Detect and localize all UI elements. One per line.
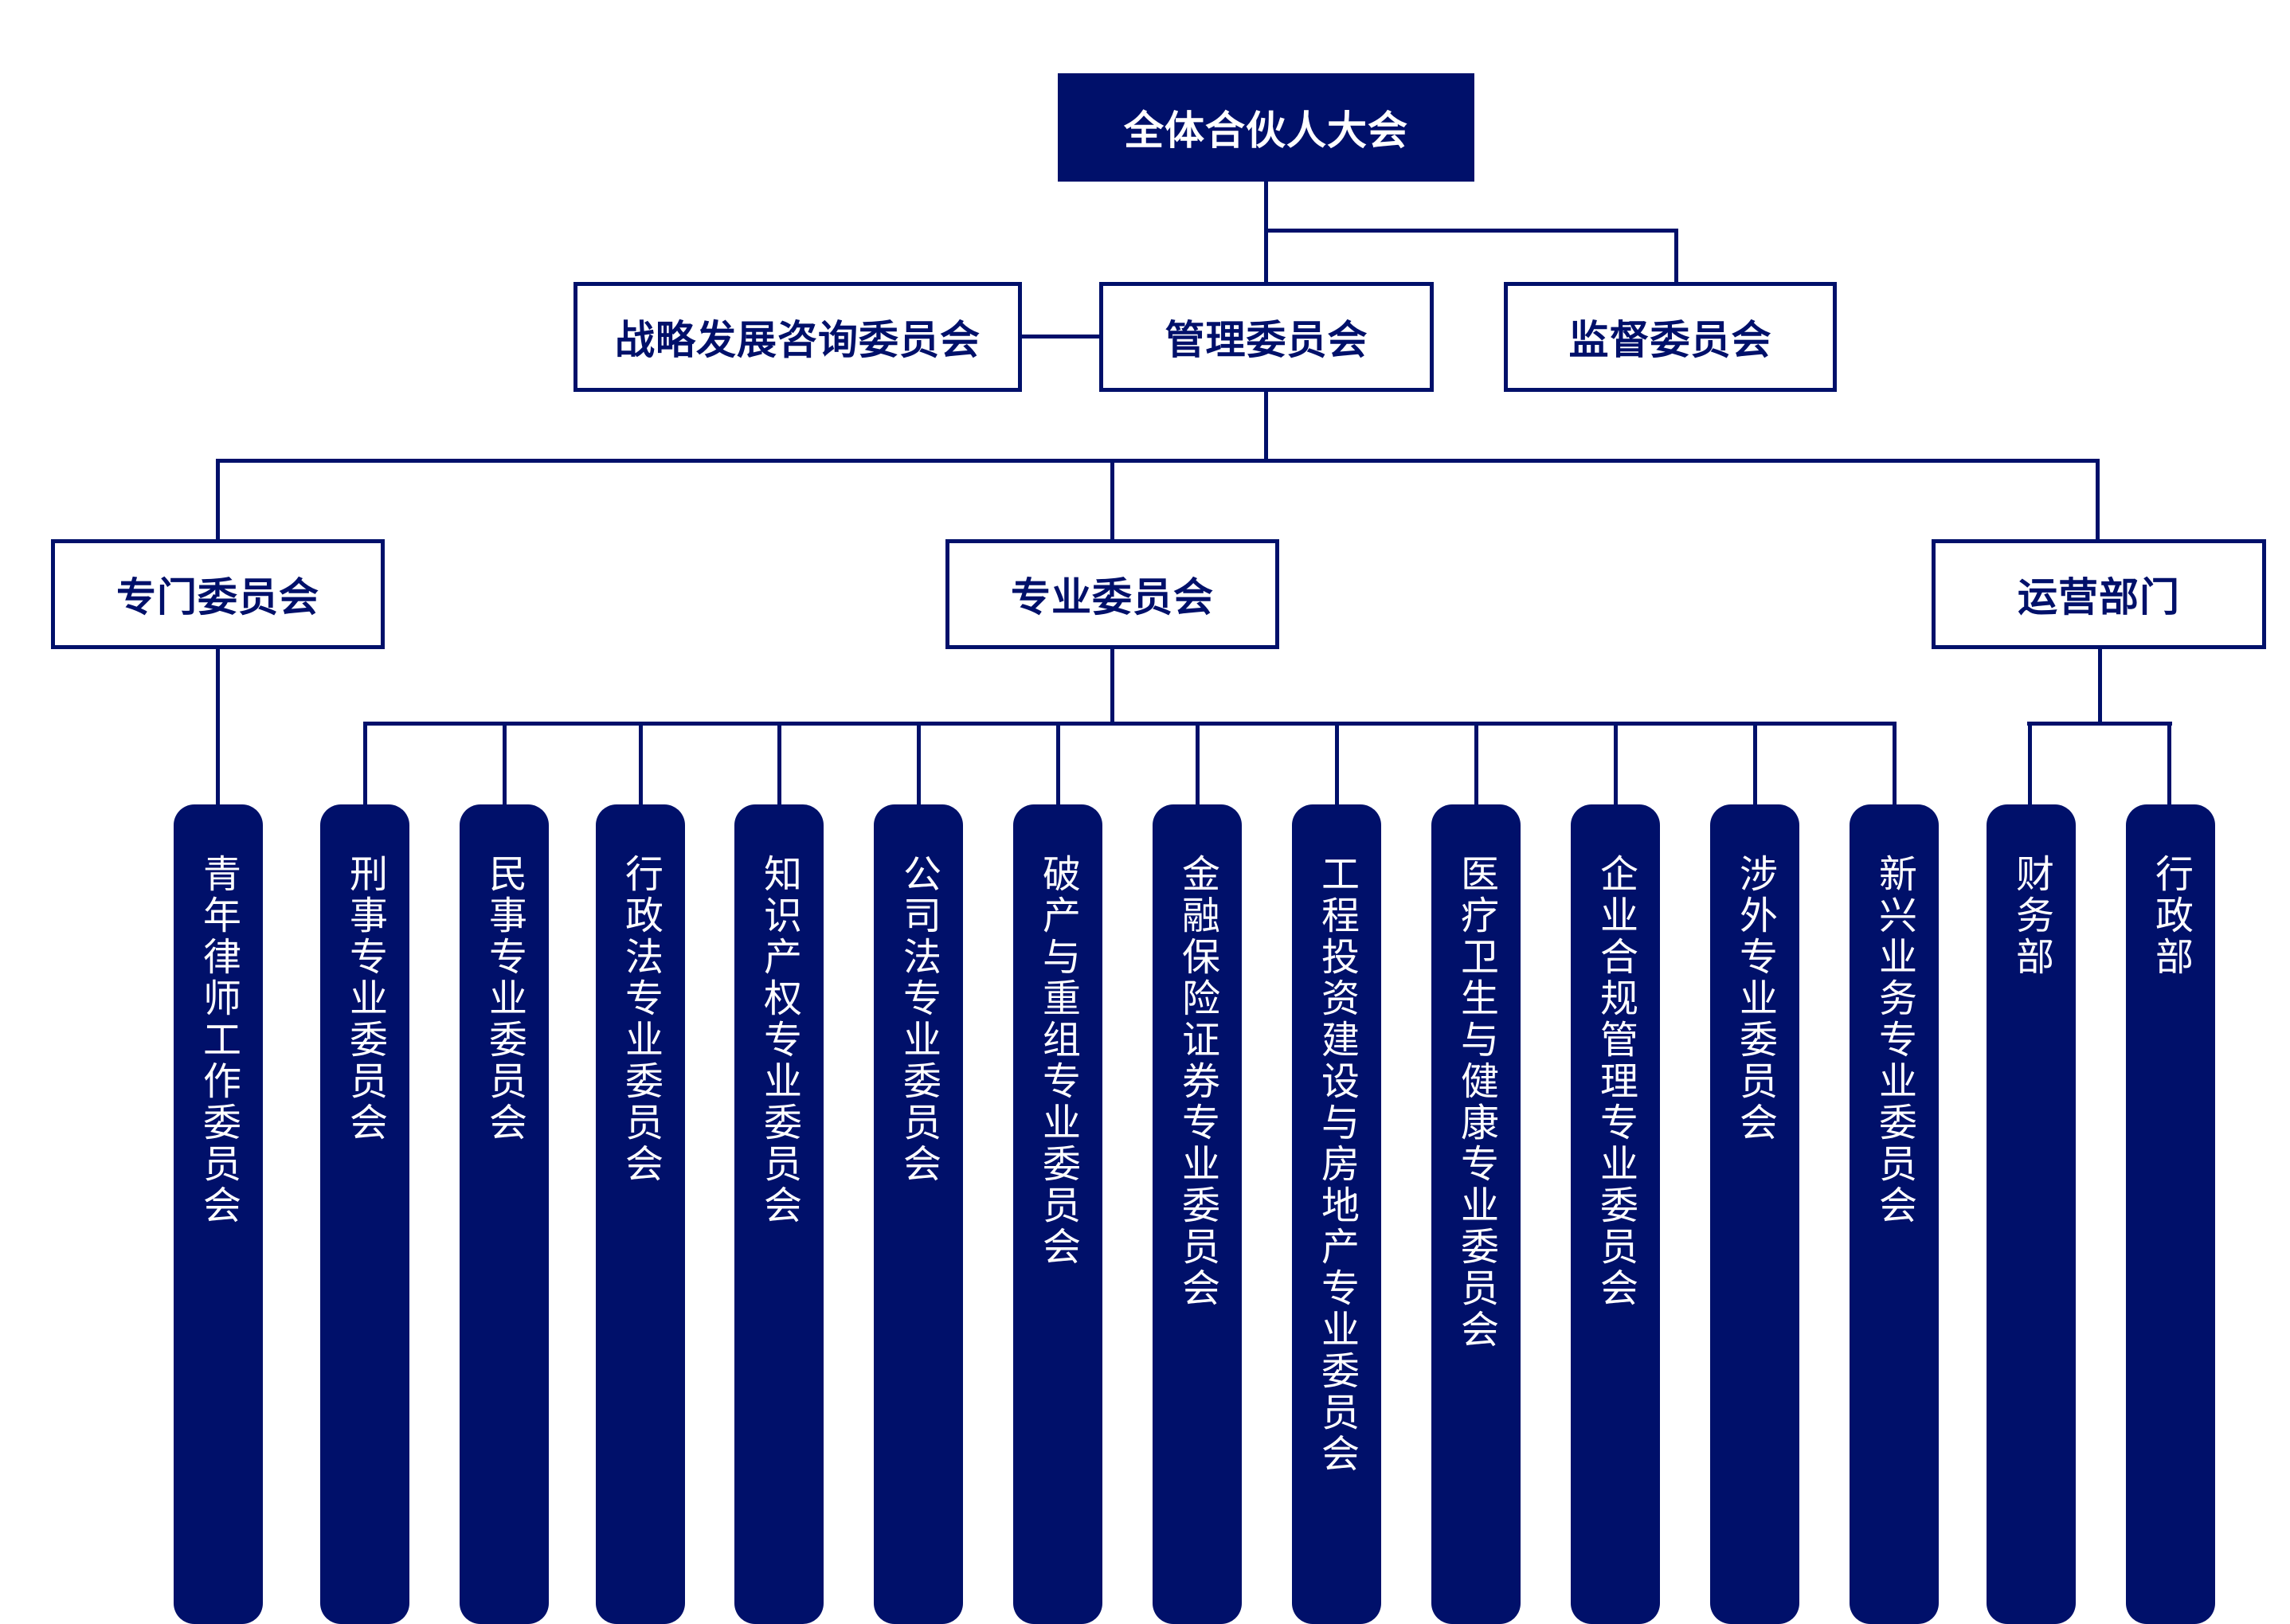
- professional-child-label: 行政法专业委员会: [618, 854, 663, 1185]
- general-partners-meeting-label: 全体合伙人大会: [1124, 108, 1408, 154]
- management-committee-label: 管理委员会: [1165, 317, 1368, 363]
- professional-child-pillar[interactable]: 知识产权专业委员会: [734, 804, 824, 1624]
- operations-child-label: 财务部: [2009, 854, 2053, 978]
- supervision-committee-box[interactable]: 监督委员会: [1504, 282, 1837, 392]
- connector-professional-down: [1110, 649, 1114, 726]
- professional-child-pillar[interactable]: 医疗卫生与健康专业委员会: [1431, 804, 1521, 1624]
- connector-professional-drop: [503, 722, 507, 804]
- connector-operations-down: [2098, 649, 2102, 726]
- connector-root-to-supervision: [1264, 229, 1678, 233]
- connector-supervision-down: [1674, 229, 1678, 282]
- special-committee-box[interactable]: 专门委员会: [51, 539, 385, 649]
- professional-child-pillar[interactable]: 工程投资建设与房地产专业委员会: [1292, 804, 1381, 1624]
- strategy-committee-label: 战略发展咨询委员会: [615, 317, 981, 363]
- connector-professional-drop: [1893, 722, 1897, 804]
- connector-operations-up: [2096, 459, 2100, 539]
- professional-child-label: 涉外专业委员会: [1732, 854, 1777, 1144]
- connector-professional-drop: [1196, 722, 1200, 804]
- connector-professional-drop: [1753, 722, 1757, 804]
- professional-child-pillar[interactable]: 公司法专业委员会: [874, 804, 963, 1624]
- connector-professional-bar: [363, 722, 1894, 726]
- connector-professional-drop: [777, 722, 781, 804]
- connector-operations-drop: [2167, 722, 2171, 804]
- special-child-label: 青年律师工作委员会: [196, 854, 241, 1227]
- professional-committee-box[interactable]: 专业委员会: [945, 539, 1279, 649]
- connector-professional-drop: [1056, 722, 1060, 804]
- connector-professional-up: [1110, 459, 1114, 539]
- supervision-committee-label: 监督委员会: [1568, 317, 1772, 363]
- professional-child-pillar[interactable]: 新兴业务专业委员会: [1850, 804, 1939, 1624]
- operations-dept-label: 运营部门: [2018, 574, 2180, 620]
- connector-special-up: [216, 459, 220, 539]
- operations-child-pillar[interactable]: 行政部: [2126, 804, 2215, 1624]
- connector-strategy-management: [1022, 335, 1099, 338]
- professional-child-label: 工程投资建设与房地产专业委员会: [1314, 854, 1359, 1475]
- connector-professional-drop: [363, 722, 367, 804]
- professional-child-pillar[interactable]: 破产与重组专业委员会: [1013, 804, 1102, 1624]
- professional-child-pillar[interactable]: 金融保险证券专业委员会: [1153, 804, 1242, 1624]
- professional-child-label: 新兴业务专业委员会: [1872, 854, 1916, 1227]
- professional-child-pillar[interactable]: 企业合规管理专业委员会: [1571, 804, 1660, 1624]
- professional-child-label: 公司法专业委员会: [896, 854, 941, 1185]
- connector-operations-bar: [2027, 722, 2172, 726]
- general-partners-meeting-box[interactable]: 全体合伙人大会: [1058, 73, 1474, 182]
- special-committee-label: 专门委员会: [116, 574, 319, 620]
- connector-professional-drop: [917, 722, 921, 804]
- operations-child-label: 行政部: [2148, 854, 2193, 978]
- connector-management-down: [1264, 392, 1268, 462]
- professional-child-label: 破产与重组专业委员会: [1035, 854, 1080, 1268]
- professional-committee-label: 专业委员会: [1011, 574, 1214, 620]
- management-committee-box[interactable]: 管理委员会: [1099, 282, 1434, 392]
- special-child-pillar[interactable]: 青年律师工作委员会: [174, 804, 263, 1624]
- professional-child-label: 知识产权专业委员会: [757, 854, 801, 1227]
- connector-special-down: [216, 649, 220, 804]
- connector-operations-drop: [2028, 722, 2032, 804]
- connector-professional-drop: [1474, 722, 1478, 804]
- professional-child-pillar[interactable]: 民事专业委员会: [460, 804, 549, 1624]
- operations-child-pillar[interactable]: 财务部: [1987, 804, 2076, 1624]
- connector-professional-drop: [1614, 722, 1618, 804]
- operations-dept-box[interactable]: 运营部门: [1932, 539, 2266, 649]
- professional-child-label: 医疗卫生与健康专业委员会: [1454, 854, 1498, 1351]
- professional-child-pillar[interactable]: 刑事专业委员会: [320, 804, 409, 1624]
- professional-child-label: 民事专业委员会: [482, 854, 527, 1144]
- strategy-committee-box[interactable]: 战略发展咨询委员会: [573, 282, 1022, 392]
- professional-child-label: 企业合规管理专业委员会: [1593, 854, 1638, 1309]
- professional-child-label: 刑事专业委员会: [343, 854, 387, 1144]
- professional-child-label: 金融保险证券专业委员会: [1175, 854, 1219, 1309]
- professional-child-pillar[interactable]: 行政法专业委员会: [596, 804, 685, 1624]
- professional-child-pillar[interactable]: 涉外专业委员会: [1710, 804, 1799, 1624]
- connector-level3-bar: [216, 459, 2100, 463]
- connector-professional-drop: [1335, 722, 1339, 804]
- connector-professional-drop: [639, 722, 643, 804]
